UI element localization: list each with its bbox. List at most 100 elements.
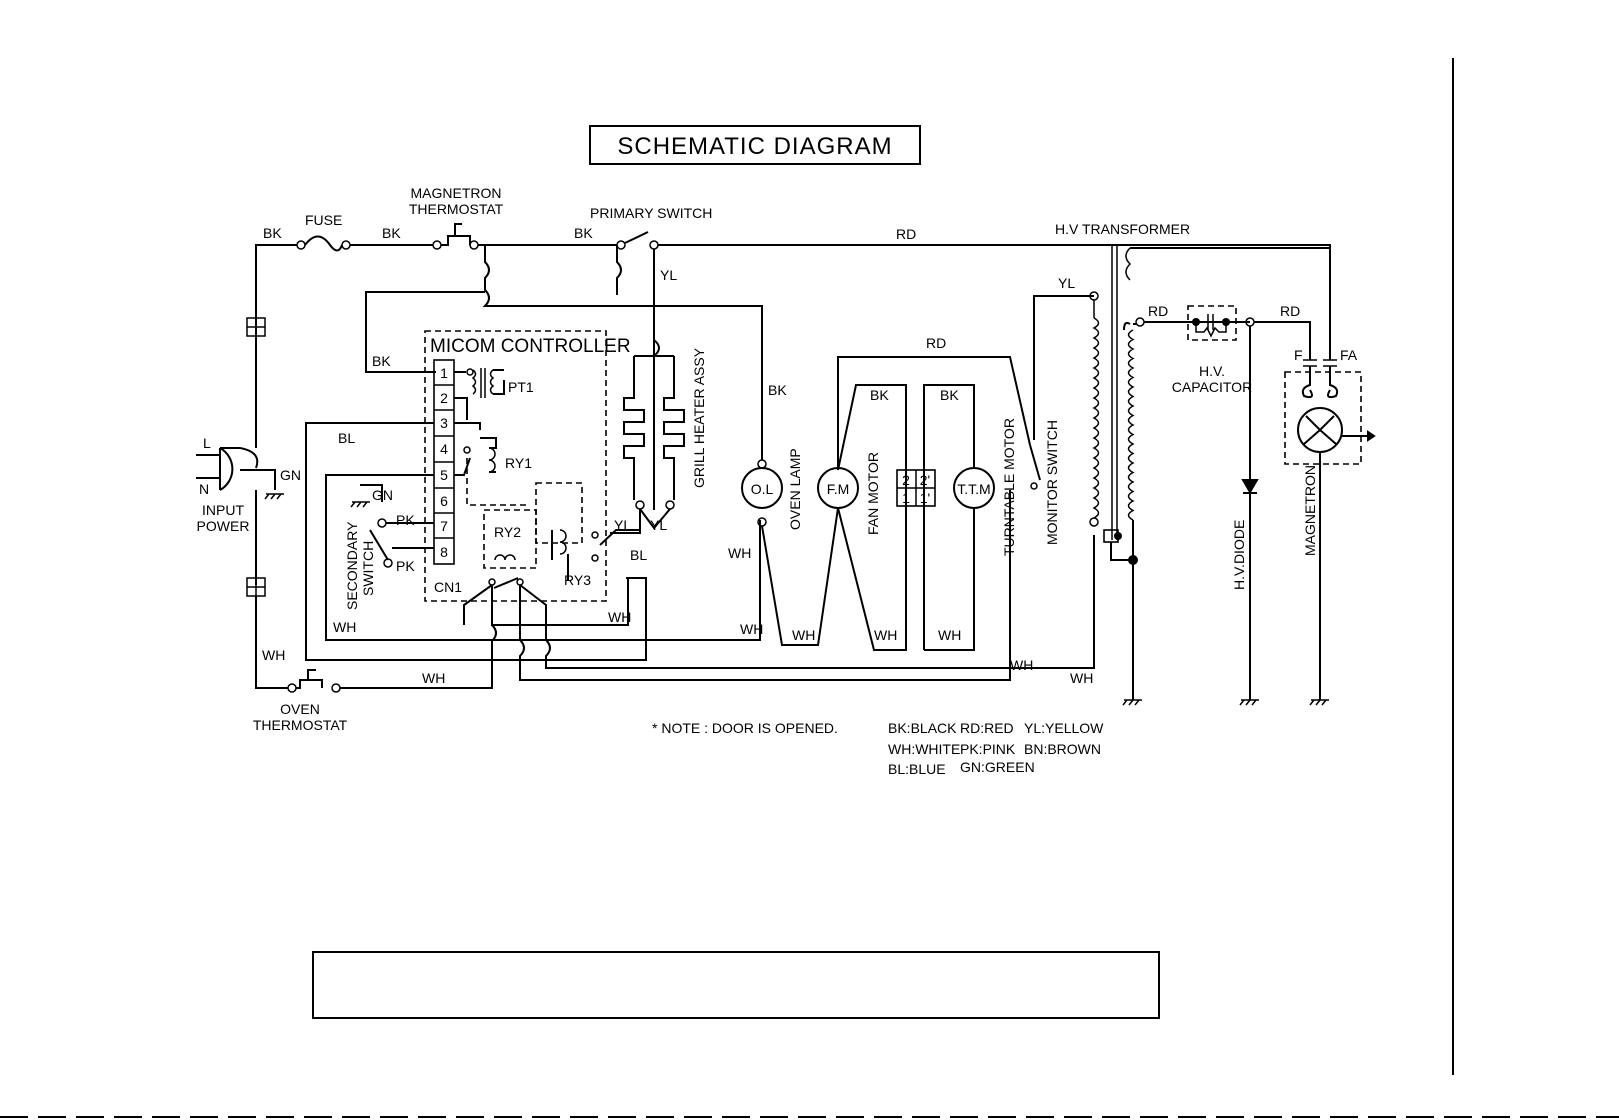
wire-label-yl-top: YL [660, 267, 677, 283]
fuse-label: FUSE [305, 212, 342, 228]
micom-controller: MICOM CONTROLLER 1 2 3 4 5 6 7 8 CN1 [344, 330, 640, 610]
lower-wiring: BL WH WH BL WH WH [262, 422, 1095, 686]
door-note: * NOTE : DOOR IS OPENED. [652, 720, 838, 736]
magnetron-terminal-fa: FA [1340, 347, 1358, 363]
legend-bk: BK:BLACK [888, 720, 957, 736]
oven-thermostat-label-2: THERMOSTAT [253, 717, 348, 733]
fan-motor-symbol: F.M [827, 481, 850, 497]
cn1-pin-4: 4 [440, 441, 448, 457]
wire-label-bk-1: BK [263, 225, 282, 241]
wire-label-yl-grill-1: YL [614, 517, 631, 533]
legend-bl: BL:BLUE [888, 761, 946, 777]
terminal-l-label: L [203, 435, 211, 451]
hv-diode-label: H.V.DIODE [1231, 520, 1247, 590]
ry1-label: RY1 [505, 455, 532, 471]
wire-label-pk-1: PK [396, 512, 415, 528]
cn1-pin-8: 8 [440, 544, 448, 560]
oven-thermostat-label-1: OVEN [280, 701, 320, 717]
wire-label-wh-1: WH [333, 619, 356, 635]
wire-label-wh-left: WH [262, 647, 285, 663]
wire-label-wh-fan: WH [874, 627, 897, 643]
wire-label-rd-fan: RD [926, 335, 946, 351]
ry1-relay: RY1 [454, 422, 532, 506]
ry3-label: RY3 [564, 572, 591, 588]
transformer-secondary-coil [1127, 329, 1135, 525]
wire-label-bk-2: BK [382, 225, 401, 241]
grill-heater-label: GRILL HEATER ASSY [691, 347, 707, 488]
hv-capacitor-label-2: CAPACITOR [1172, 379, 1252, 395]
cn1-label: CN1 [434, 579, 462, 595]
note-and-legend: * NOTE : DOOR IS OPENED. BK:BLACK RD:RED… [652, 720, 1104, 777]
wire-label-yl-grill-2: YL [650, 517, 667, 533]
wire-label-rd-top: RD [896, 226, 916, 242]
input-power-label-2: POWER [197, 518, 250, 534]
pt1-label: PT1 [508, 379, 534, 395]
magnetron-label: MAGNETRON [1302, 465, 1318, 556]
magnetron-thermostat-label-1: MAGNETRON [411, 185, 502, 201]
micom-controller-label: MICOM CONTROLLER [430, 336, 631, 357]
wire-label-wh-ttm: WH [938, 627, 961, 643]
wire-label-bk-ttm: BK [940, 387, 959, 403]
cn1-connector: 1 2 3 4 5 6 7 8 CN1 [433, 359, 462, 595]
cn1-pin-3: 3 [440, 415, 448, 431]
secondary-switch-label-1: SECONDARY [344, 521, 360, 610]
wire-label-rd-cap-1: RD [1148, 303, 1168, 319]
monitor-switch-label: MONITOR SWITCH [1044, 420, 1060, 545]
fan-motor-label: FAN MOTOR [865, 452, 881, 535]
legend-gn: GN:GREEN [960, 759, 1035, 775]
magnetron-terminal-f: F [1294, 347, 1303, 363]
wire-label-wh-oven: WH [422, 670, 445, 686]
top-wire [255, 223, 1331, 510]
terminal-n-label: N [199, 481, 209, 497]
turntable-motor-label: TURNTABLE MOTOR [1001, 418, 1017, 556]
wire-label-gn-secondary: GN [372, 487, 393, 503]
wire-label-wh-monitor: WH [1010, 657, 1033, 673]
secondary-switch: PK PK GN SECONDARY SWITCH [344, 484, 434, 610]
hv-capacitor-label-1: H.V. [1199, 363, 1225, 379]
wire-label-gn-input: GN [280, 467, 301, 483]
ry2-label: RY2 [494, 524, 521, 540]
wire-label-wh-2: WH [608, 609, 631, 625]
transformer-primary-coil [1092, 317, 1100, 519]
legend-yl: YL:YELLOW [1024, 720, 1104, 736]
wire-label-bl-2: BL [630, 547, 647, 563]
magnetron-thermostat-label-2: THERMOSTAT [409, 201, 504, 217]
cn1-pin-6: 6 [440, 493, 448, 509]
legend-rd: RD:RED [960, 720, 1014, 736]
cn1-pin-5: 5 [440, 467, 448, 483]
monitor-switch: MONITOR SWITCH YL WH WH [1010, 275, 1094, 686]
turntable-motor-symbol: T.T.M [957, 481, 990, 497]
terminal-2: 2 [902, 472, 910, 488]
secondary-switch-label-2: SWITCH [360, 541, 376, 596]
title-box: SCHEMATIC DIAGRAM [589, 125, 921, 165]
motor-terminal-block: 2 2' 1 1' [896, 469, 936, 507]
top-labels: BK FUSE BK MAGNETRON THERMOSTAT BK PRIMA… [253, 185, 916, 733]
input-power: L N INPUT POWER GN [196, 317, 493, 693]
hv-diode: H.V.DIODE [1231, 326, 1259, 706]
wire-label-bk-fan: BK [870, 387, 889, 403]
pt1-transformer: PT1 [454, 368, 534, 420]
hv-capacitor: H.V. CAPACITOR RD RD [1133, 303, 1300, 395]
wire-label-bk-lamp: BK [768, 382, 787, 398]
wire-label-pk-2: PK [396, 558, 415, 574]
fan-motor: F.M FAN MOTOR RD BK WH [817, 335, 1031, 651]
wire-label-rd-cap-2: RD [1280, 303, 1300, 319]
wire-label-yl-monitor: YL [1058, 275, 1075, 291]
hv-transformer-label: H.V TRANSFORMER [1055, 221, 1190, 237]
wire-label-wh-right: WH [1070, 670, 1093, 686]
oven-lamp: O.L OVEN LAMP BK WH WH WH [728, 382, 839, 646]
wire-label-wh-lamp-3: WH [792, 627, 815, 643]
terminal-1: 1 [902, 490, 910, 506]
oven-lamp-label: OVEN LAMP [787, 448, 803, 530]
footer-box [312, 951, 1160, 1019]
wire-label-bl-1: BL [338, 430, 355, 446]
magnetron: F FA MAGNETRON [1254, 321, 1376, 706]
hv-transformer: H.V TRANSFORMER [1055, 221, 1330, 706]
cn1-pin-7: 7 [440, 518, 448, 534]
relay-group: RY2 RY3 [483, 482, 640, 588]
wire-label-bk-micom: BK [372, 353, 391, 369]
input-power-label-1: INPUT [202, 502, 244, 518]
wire-label-bk-3: BK [574, 225, 593, 241]
wire-label-wh-lamp-2: WH [740, 621, 763, 637]
grill-heater: YL YL YL GRILL HEATER ASSY [610, 267, 707, 534]
